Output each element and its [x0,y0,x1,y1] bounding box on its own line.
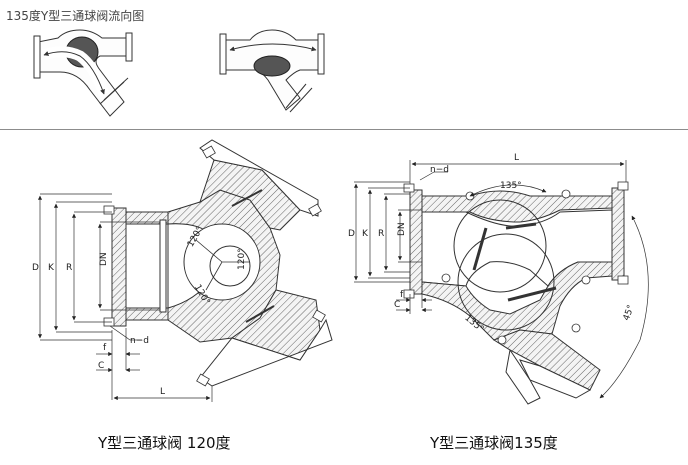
angle-label: 135° [500,181,522,191]
dim-f: f [103,343,107,353]
dim-L: L [160,387,165,397]
dim-D: D [32,263,39,273]
dim-K: K [362,229,369,239]
dim-D: D [348,229,355,239]
caption-135: Y型三通球阀135度 [430,434,558,452]
dim-DN: DN [99,252,109,266]
section-divider [0,129,688,130]
flow-diagram-1 [33,29,133,117]
dim-L: L [514,153,519,163]
dim-R: R [66,263,72,273]
page-title: 135度Y型三通球阀流向图 [6,9,145,23]
dim-R: R [378,229,384,239]
flow-diagram-2 [219,29,325,113]
dim-nd: n−d [430,165,449,175]
valve-120-drawing: 120° 120° 120° D [32,139,333,402]
dim-C: C [394,300,400,310]
angle-label: 120° [237,248,247,270]
dim-nd: n−d [130,336,149,346]
dim-C: C [98,361,104,371]
dim-DN: DN [397,222,407,236]
valve-135-drawing: 135° 135° 45° [348,153,649,405]
dim-K: K [48,263,55,273]
caption-120: Y型三通球阀 120度 [98,434,231,452]
angle-label: 45° [622,304,637,322]
dim-f: f [400,290,404,300]
